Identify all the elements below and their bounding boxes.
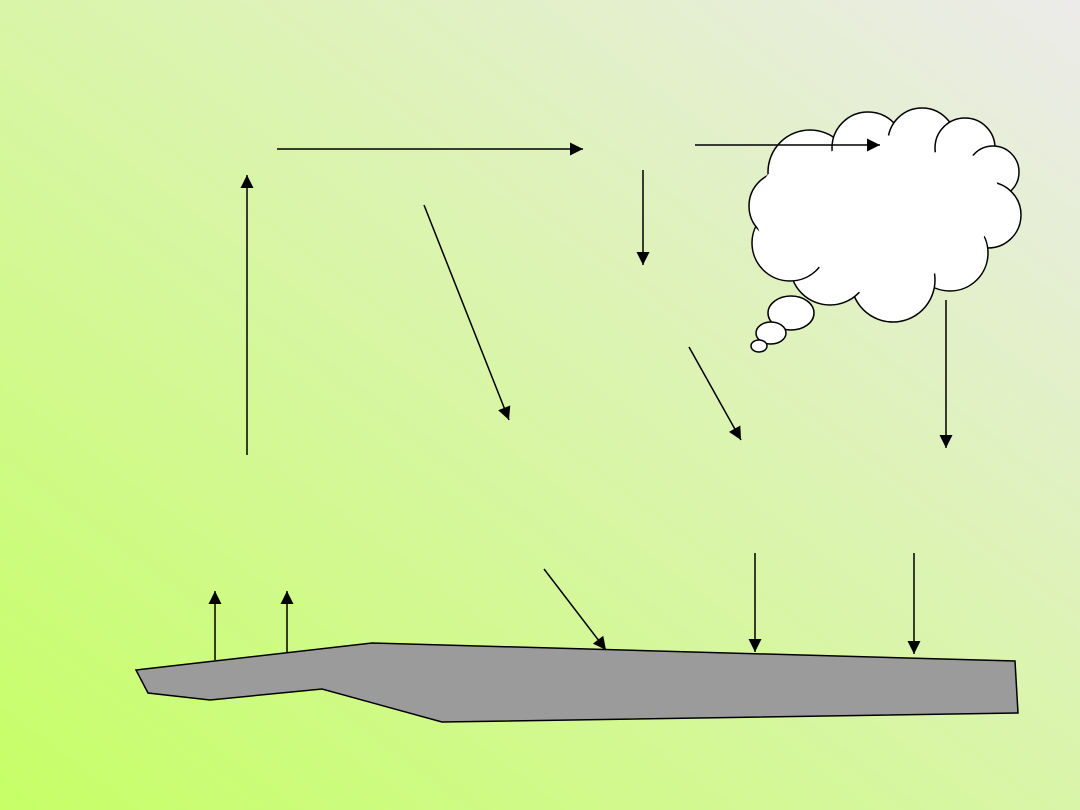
arrow-diagonal-to-ground bbox=[543, 568, 607, 651]
thought-bubble-medium bbox=[755, 321, 787, 345]
ground-slab bbox=[134, 642, 1019, 723]
arrow-group bbox=[208, 138, 953, 660]
thought-cloud-icon bbox=[748, 107, 1022, 323]
arrow-diagonal-long bbox=[423, 204, 511, 421]
thought-bubble-large bbox=[767, 295, 815, 331]
thought-bubble-small bbox=[750, 339, 768, 353]
arrow-diagonal-middle bbox=[688, 346, 742, 441]
